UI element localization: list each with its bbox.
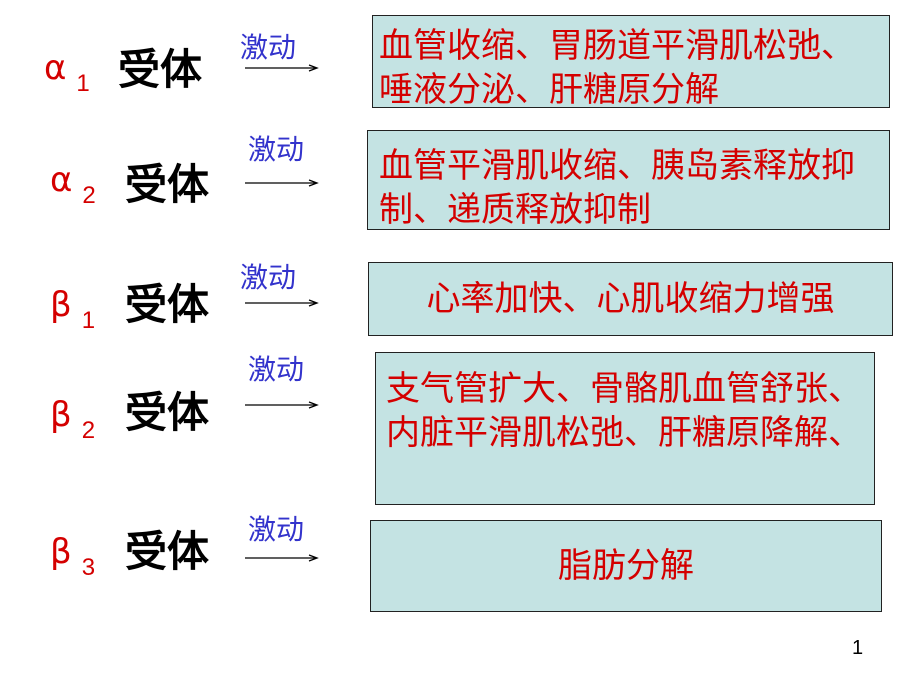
effects-box: 血管收缩、胃肠道平滑肌松弛、 唾液分泌、肝糖原分解: [372, 15, 890, 108]
action-label: 激动: [248, 133, 305, 166]
effect-line: 制、递质释放抑制: [379, 190, 651, 230]
action-label: 激动: [248, 353, 305, 386]
effect-line: 心率加快、心肌收缩力增强: [426, 279, 835, 319]
effect-line: 血管收缩、胃肠道平滑肌松弛、: [379, 26, 855, 66]
action-label: 激动: [240, 261, 297, 294]
effects-box: 支气管扩大、骨骼肌血管舒张、 内脏平滑肌松弛、肝糖原降解、: [375, 352, 875, 505]
receptor-subtype-number: 1: [76, 70, 90, 97]
right-arrow-icon: [245, 179, 319, 187]
action-label: 激动: [240, 31, 297, 64]
effects-box: 血管平滑肌收缩、胰岛素释放抑 制、递质释放抑制: [367, 130, 890, 230]
effects-box: 脂肪分解: [370, 520, 882, 612]
receptor-subtype-number: 2: [81, 417, 96, 444]
effect-line: 唾液分泌、肝糖原分解: [379, 70, 719, 108]
effect-line: 内脏平滑肌松弛、肝糖原降解、: [386, 413, 862, 453]
greek-letter: α: [44, 48, 67, 88]
greek-letter: β: [50, 395, 72, 435]
receptor-subtype-number: 1: [81, 307, 96, 334]
effect-line: 血管平滑肌收缩、胰岛素释放抑: [379, 146, 855, 186]
effect-line: 支气管扩大、骨骼肌血管舒张、: [386, 369, 862, 409]
greek-letter: β: [50, 532, 72, 572]
page-number: 1: [852, 637, 864, 659]
right-arrow-icon: [245, 401, 319, 409]
right-arrow-icon: [245, 64, 319, 72]
receptor-subtype-number: 2: [82, 182, 96, 209]
action-label: 激动: [248, 513, 305, 546]
effects-box: 心率加快、心肌收缩力增强: [368, 262, 893, 336]
receptor-label: 受体: [125, 280, 210, 329]
receptor-label: 受体: [125, 160, 210, 209]
right-arrow-icon: [245, 554, 319, 562]
receptor-label: 受体: [125, 527, 210, 576]
effect-line: 脂肪分解: [558, 546, 694, 586]
right-arrow-icon: [245, 299, 319, 307]
greek-letter: β: [50, 285, 72, 325]
receptor-label: 受体: [118, 45, 203, 94]
receptor-subtype-number: 3: [81, 554, 96, 581]
receptor-label: 受体: [125, 388, 210, 437]
greek-letter: α: [50, 160, 73, 200]
